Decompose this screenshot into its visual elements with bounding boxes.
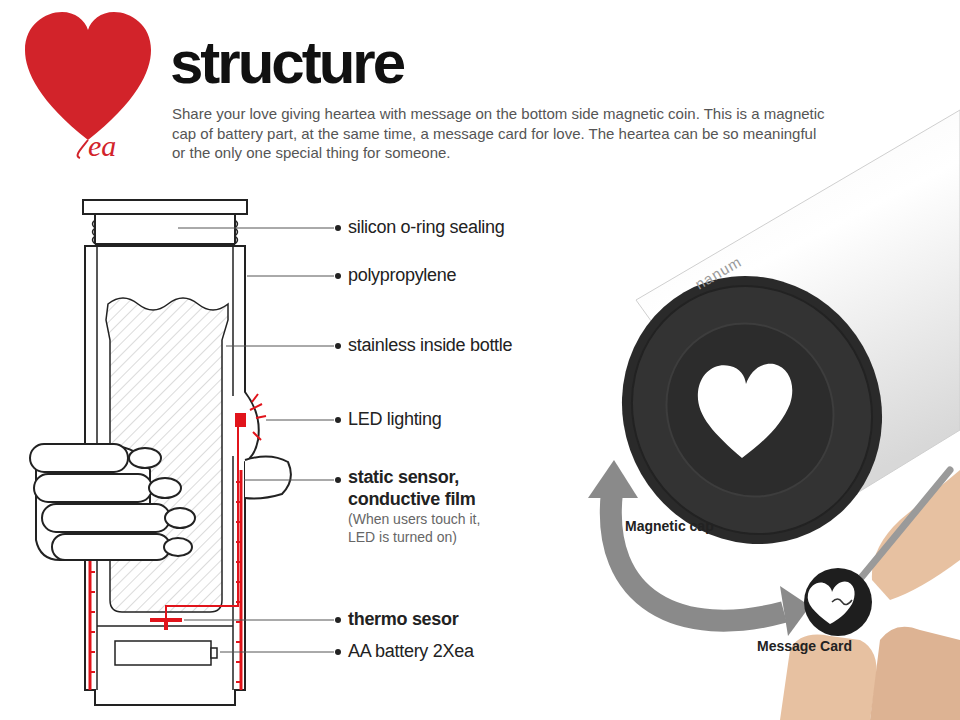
hands-photo <box>780 470 960 720</box>
bottle-section <box>235 220 238 244</box>
leader-lines <box>335 617 341 623</box>
circuit-wires <box>250 394 266 440</box>
part-label: thermo sesor <box>348 609 458 631</box>
bottle-section <box>83 200 247 214</box>
part-label: silicon o-ring sealing <box>348 217 504 239</box>
hands-photo <box>832 599 852 605</box>
hands-photo <box>804 568 872 636</box>
bottle-section <box>93 220 96 244</box>
note-text: (When users touch it, LED is turned on) <box>348 511 508 546</box>
leader-lines <box>220 652 334 653</box>
bottle-photo <box>587 242 917 578</box>
hands-photo <box>870 627 960 720</box>
part-label: LED lighting <box>348 409 441 431</box>
bottle-section <box>211 648 217 658</box>
hand-drawing <box>34 474 152 502</box>
callout-label: Magnetic cap <box>625 518 714 535</box>
circuit-wires <box>236 414 245 426</box>
hand-drawing <box>30 444 291 560</box>
part-label: stainless inside bottle <box>348 335 512 357</box>
bottle-section <box>95 243 235 245</box>
hands-photo <box>872 470 960 600</box>
bottle-photo <box>635 293 865 527</box>
leader-lines <box>335 477 341 483</box>
hand-drawing <box>165 508 195 528</box>
callout-label: Message Card <box>757 638 852 655</box>
hand-drawing <box>149 478 181 498</box>
leader-lines <box>247 276 334 277</box>
hand-drawing <box>30 444 128 472</box>
hands-photo <box>808 581 855 624</box>
leader-lines <box>226 346 334 347</box>
leader-lines <box>335 649 341 655</box>
leader-lines <box>244 480 334 481</box>
hand-drawing <box>42 504 170 532</box>
bottle-photo <box>698 364 792 458</box>
leader-lines <box>266 420 334 421</box>
part-label: polypropylene <box>348 265 456 287</box>
leader-lines <box>335 225 341 231</box>
transfer-arrow <box>611 492 784 621</box>
bottle-section <box>115 641 211 665</box>
transfer-arrow <box>588 460 810 636</box>
hand-drawing <box>245 456 291 498</box>
part-label: static sensor, conductive film <box>348 467 518 510</box>
leader-lines <box>178 228 334 229</box>
hand-drawing <box>129 448 161 468</box>
leader-lines <box>335 417 341 423</box>
leader-lines <box>184 620 334 621</box>
logo-heart <box>25 12 151 140</box>
circuit-wires <box>166 420 238 620</box>
transfer-arrow <box>588 460 638 498</box>
bottle-section <box>95 214 235 244</box>
leader-lines <box>335 273 341 279</box>
bottle-photo <box>573 228 931 592</box>
logo-text: ea <box>88 128 116 164</box>
part-label: AA battery 2Xea <box>348 641 474 663</box>
leader-lines <box>178 225 341 655</box>
description-text: Share your love giving heartea with mess… <box>172 104 832 163</box>
hands-photo <box>846 470 950 596</box>
page-title: structure <box>170 30 403 96</box>
hand-drawing <box>164 538 192 556</box>
circuit-wires <box>164 620 168 630</box>
logo-heart <box>78 140 88 158</box>
leader-lines <box>335 343 341 349</box>
hand-drawing <box>52 534 170 560</box>
